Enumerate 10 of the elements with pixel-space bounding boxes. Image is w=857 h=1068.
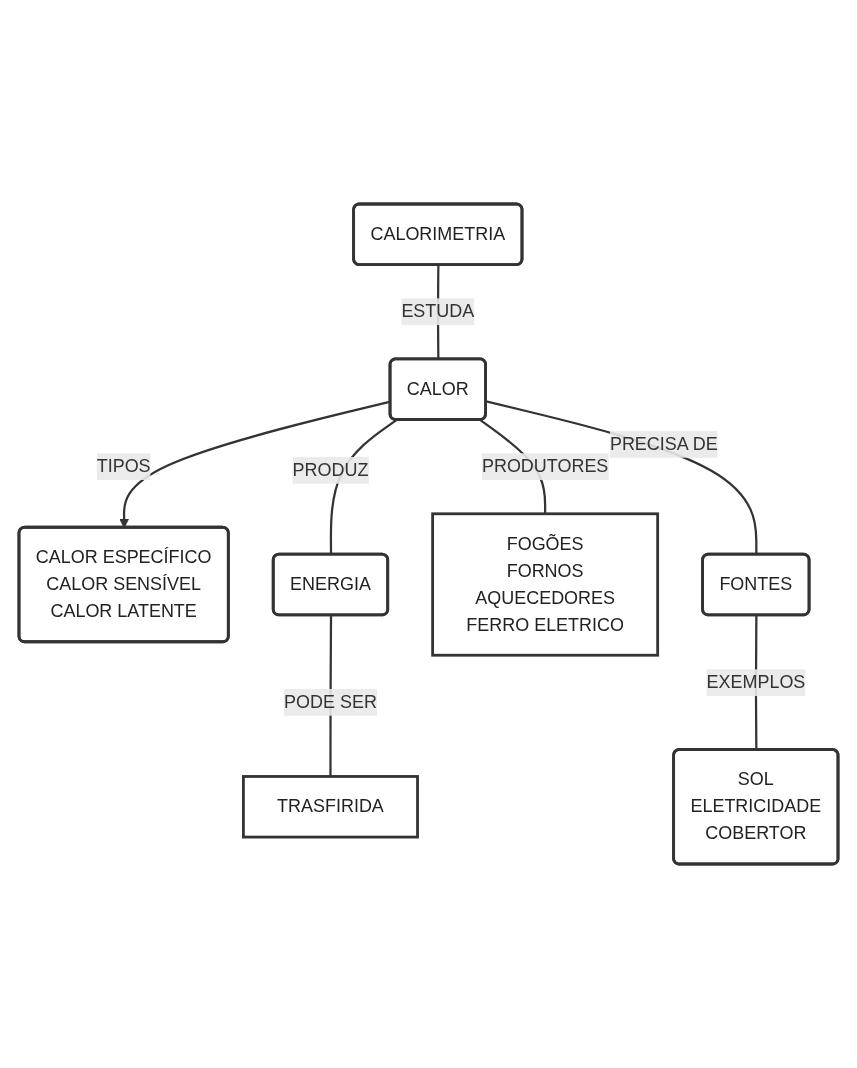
connector	[485, 400, 758, 555]
edge-label: ESTUDA	[401, 301, 475, 321]
edge-label: PRECISA DE	[609, 434, 718, 454]
node-box: FOGÕES FORNOS AQUECEDORES FERRO ELETRICO	[431, 512, 660, 657]
edge-label: TIPOS	[96, 456, 151, 476]
edge-label: PODE SER	[284, 692, 377, 712]
node-box: TRASFIRIDA	[242, 775, 419, 839]
edge-label: EXEMPLOS	[706, 672, 806, 692]
edge-label: PRODUZ	[292, 460, 369, 480]
edge-label: PRODUTORES	[481, 456, 609, 476]
